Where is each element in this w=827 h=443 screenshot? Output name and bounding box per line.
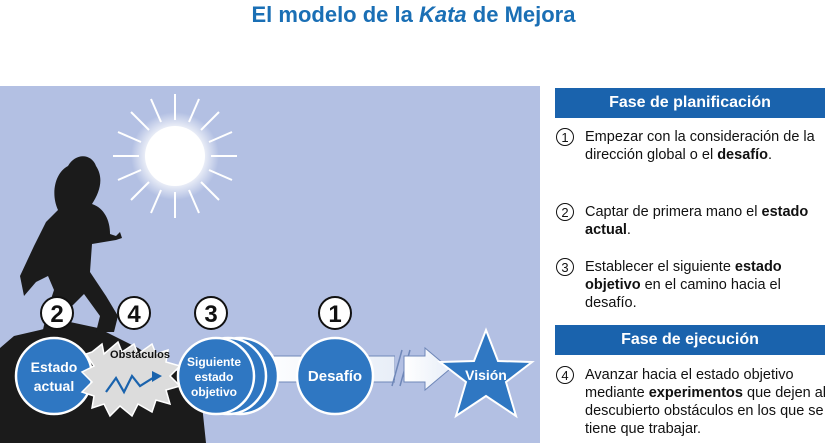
siguiente-line2: estado [195, 370, 234, 384]
planning-step-2: 2 Captar de primera mano el estado actua… [556, 203, 826, 241]
badge-4: 4 [117, 296, 151, 330]
person-silhouette [20, 156, 122, 344]
step-4-text: Avanzar hacia el estado objetivo mediant… [585, 367, 827, 437]
kata-scene: Estado actual Obstáculos Siguiente estad… [0, 86, 540, 443]
obstaculos-label: Obstáculos [110, 349, 170, 361]
step-3-number: 3 [556, 258, 574, 276]
step-4-number: 4 [556, 366, 574, 384]
desafio-node: Desafío [295, 336, 375, 416]
desafio-label: Desafío [308, 368, 362, 385]
estado-actual-node: Estado actual [14, 336, 94, 416]
step-2-text: Captar de primera mano el estado actual. [585, 204, 809, 238]
planning-phase-header: Fase de planificación [555, 88, 825, 118]
step-1-number: 1 [556, 128, 574, 146]
execution-phase-header: Fase de ejecución [555, 325, 825, 355]
step-2-number: 2 [556, 203, 574, 221]
estado-actual-line2: actual [34, 378, 74, 394]
svg-text:2: 2 [50, 301, 63, 328]
siguiente-estado-node: Siguiente estado objetivo [176, 336, 280, 416]
vision-star: Visión [437, 327, 535, 419]
siguiente-line1: Siguiente [187, 355, 241, 369]
execution-step-4: 4 Avanzar hacia el estado objetivo media… [556, 366, 826, 442]
badge-1: 1 [318, 296, 352, 330]
diagram-title: El modelo de la Kata de Mejora [251, 2, 576, 27]
planning-step-1: 1 Empezar con la consideración de la dir… [556, 128, 826, 184]
planning-step-3: 3 Establecer el siguiente estado objetiv… [556, 258, 826, 314]
badge-3: 3 [194, 296, 228, 330]
svg-text:4: 4 [127, 301, 141, 328]
step-3-text: Establecer el siguiente estado objetivo … [585, 259, 782, 311]
sun-icon [113, 94, 237, 218]
svg-text:1: 1 [328, 301, 341, 328]
siguiente-line3: objetivo [191, 385, 237, 399]
vision-label: Visión [465, 367, 507, 383]
obstaculos-burst [80, 340, 182, 418]
step-1-text: Empezar con la consideración de la direc… [585, 129, 815, 163]
svg-text:3: 3 [204, 301, 217, 328]
badge-2: 2 [40, 296, 74, 330]
estado-actual-line1: Estado [31, 359, 78, 375]
